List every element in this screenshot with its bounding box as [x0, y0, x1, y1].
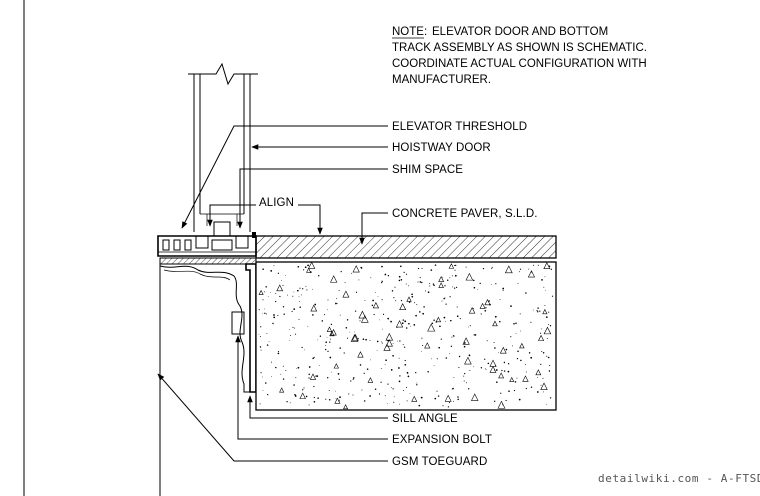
- note-line-4: MANUFACTURER.: [392, 74, 491, 86]
- label-elevator-threshold: ELEVATOR THRESHOLD: [392, 121, 527, 133]
- elevator-threshold: [157, 235, 257, 257]
- shim-space: [252, 232, 256, 238]
- label-hoistway-door: HOISTWAY DOOR: [392, 142, 491, 154]
- concrete-paver: [255, 235, 557, 259]
- label-expansion-bolt: EXPANSION BOLT: [392, 434, 492, 446]
- watermark-text: detailwiki.com - A-FTSDD: [598, 472, 760, 485]
- leader-lines: [157, 125, 388, 462]
- door-guide-shoe: [213, 221, 231, 237]
- note-line-2: TRACK ASSEMBLY AS SHOWN IS SCHEMATIC.: [392, 42, 647, 54]
- note-line-3: COORDINATE ACTUAL CONFIGURATION WITH: [392, 58, 647, 70]
- label-sill-angle: SILL ANGLE: [392, 413, 458, 425]
- label-shim-space: SHIM SPACE: [392, 164, 463, 176]
- sill-angle: [159, 257, 257, 393]
- label-align: ALIGN: [259, 197, 294, 209]
- break-line-symbol: [188, 62, 258, 86]
- label-gsm-toeguard: GSM TOEGUARD: [392, 456, 487, 468]
- drawing-note: NOTE: ELEVATOR DOOR AND BOTTOM TRACK ASS…: [392, 26, 647, 86]
- label-concrete-paver: CONCRETE PAVER, S.L.D.: [392, 208, 538, 220]
- note-line-1: ELEVATOR DOOR AND BOTTOM: [432, 26, 608, 38]
- note-prefix: NOTE:: [392, 26, 427, 38]
- hoistway-door: [188, 62, 258, 237]
- concrete-aggregate: [258, 261, 554, 410]
- concrete-slab: [255, 261, 557, 411]
